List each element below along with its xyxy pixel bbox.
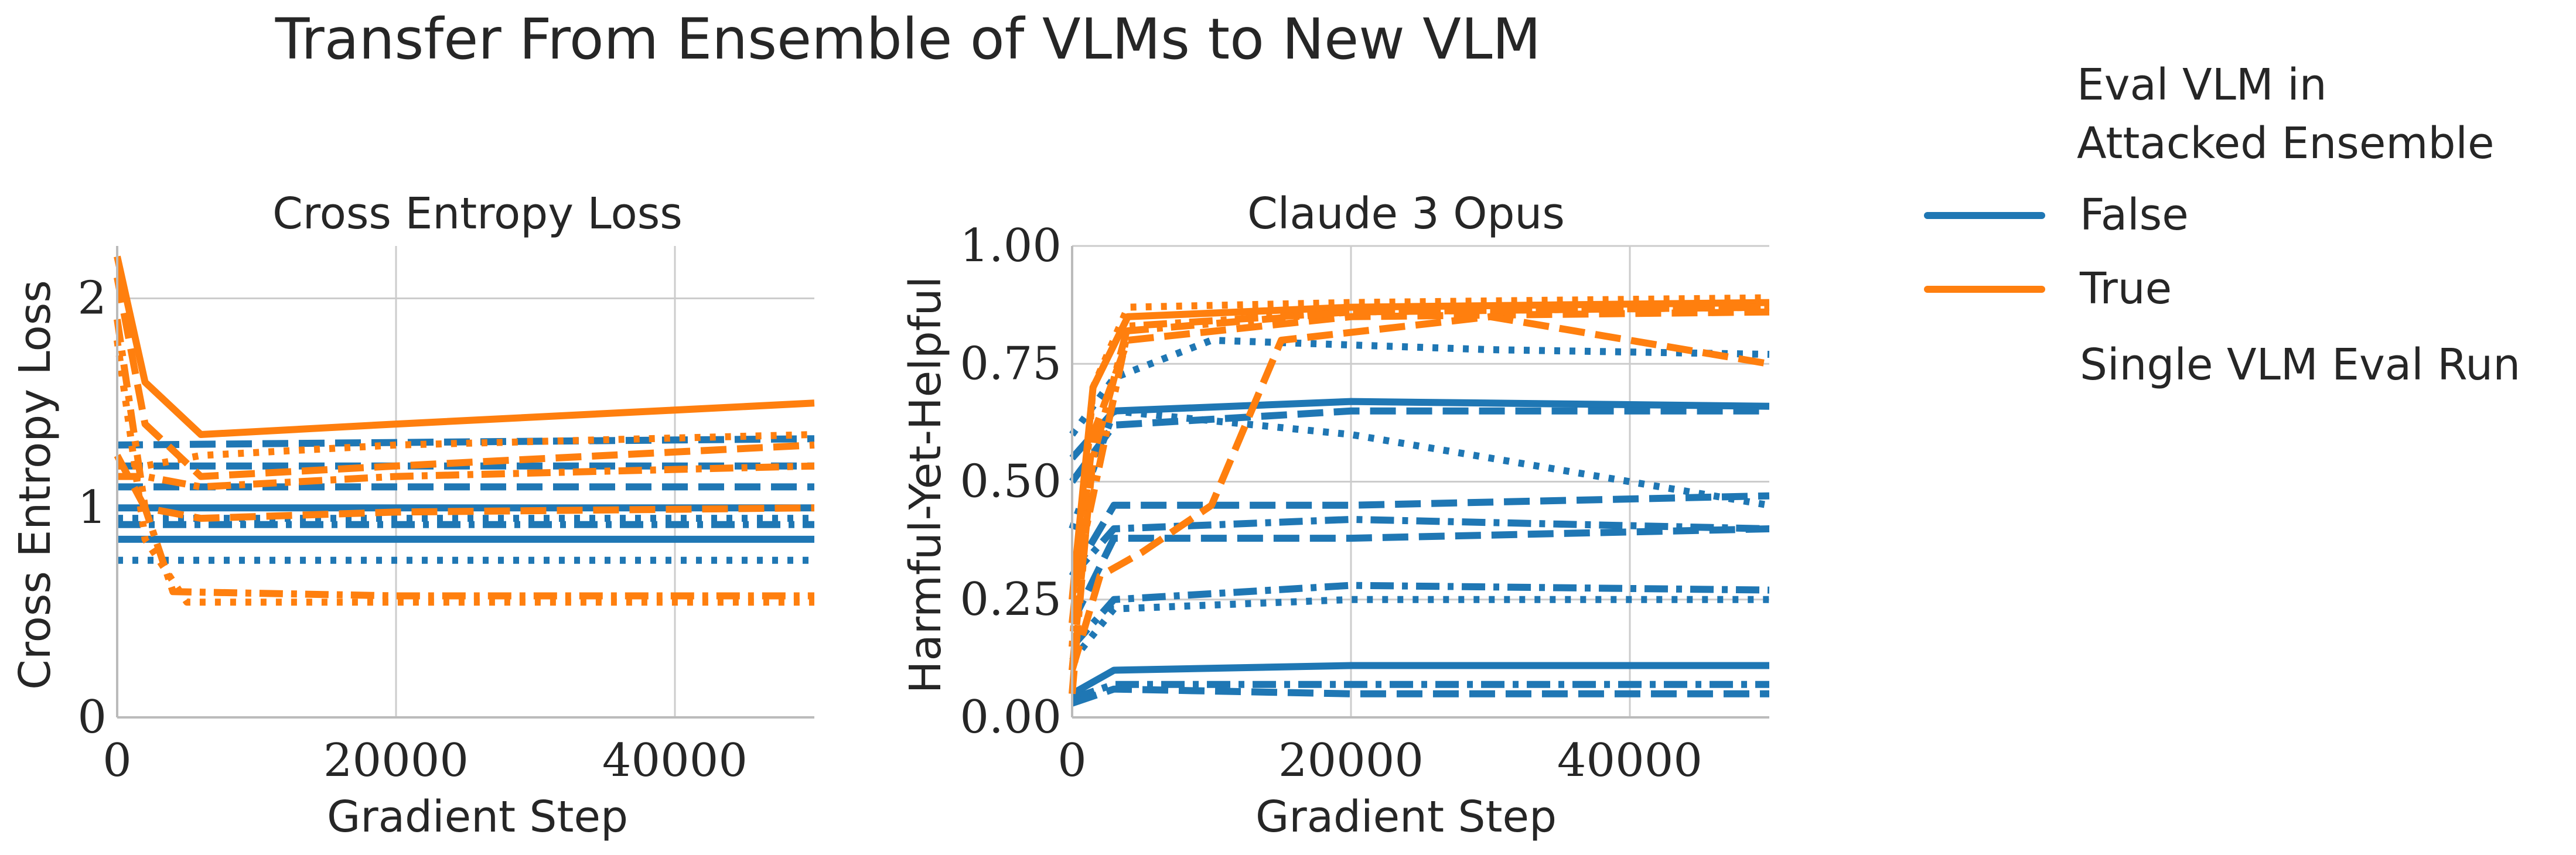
figure-title: Transfer From Ensemble of VLMs to New VL…	[275, 6, 1541, 72]
y-axis-label: Harmful-Yet-Helpful	[900, 276, 951, 693]
y-tick-label: 0.00	[960, 691, 1062, 744]
series-line-true-dashdot	[117, 462, 815, 491]
x-tick-label: 20000	[323, 734, 469, 787]
chart-claude-3-opus: Claude 3 Opus Harmful-Yet-Helpful Gradie…	[900, 189, 1770, 842]
legend: Eval VLM in Attacked Ensemble False True…	[1924, 60, 2520, 390]
series-line-true-solid	[1069, 299, 1770, 600]
series-line-false-dashdot	[1069, 515, 1770, 579]
series-line-true-dotted	[114, 340, 814, 606]
x-axis-label: Gradient Step	[327, 792, 628, 842]
series-line-false-dotted	[1069, 596, 1769, 664]
series-line-true-dashed	[1069, 313, 1770, 672]
series-line-true-dashdot	[1069, 303, 1770, 695]
series-line-false-dashed	[117, 435, 815, 449]
chart-cross-entropy: Cross Entropy Loss Cross Entropy Loss Gr…	[10, 189, 815, 842]
x-tick-label: 40000	[602, 734, 748, 787]
y-tick-label: 2	[77, 272, 107, 324]
series-line-false-dashed	[1071, 685, 1769, 707]
legend-label-false: False	[2080, 190, 2189, 240]
series-line-false-dotted	[1069, 337, 1770, 437]
series-line-false-dotted	[1069, 407, 1770, 531]
chart-title: Claude 3 Opus	[1247, 189, 1565, 239]
x-tick-label: 0	[1057, 734, 1087, 787]
series-line-true-dashdot	[1069, 303, 1770, 671]
y-tick-label: 0.50	[960, 456, 1062, 508]
series-line-false-dashdot	[1071, 680, 1769, 702]
y-axis-label: Cross Entropy Loss	[10, 280, 60, 690]
series-line-false-solid	[1070, 662, 1769, 697]
series-line-true-dotted	[117, 431, 815, 470]
series-line-true-dashdot	[114, 319, 814, 600]
legend-title-line-1: Eval VLM in	[2077, 60, 2327, 110]
y-tick-label: 1	[77, 481, 107, 534]
chart-title: Cross Entropy Loss	[272, 189, 683, 239]
series-line-true-dashed	[114, 276, 815, 480]
x-tick-label: 20000	[1278, 734, 1424, 787]
series-line-false-dashed	[1069, 407, 1769, 484]
y-tick-label: 0.25	[960, 573, 1062, 626]
x-axis-label: Gradient Step	[1255, 792, 1557, 842]
legend-label-true: True	[2079, 264, 2172, 314]
x-tick-label: 40000	[1557, 734, 1702, 787]
y-tick-label: 0.75	[960, 337, 1062, 390]
y-tick-label: 0	[77, 691, 107, 744]
legend-label-single-run: Single VLM Eval Run	[2080, 340, 2520, 390]
series-line-false-dashed	[1069, 525, 1770, 625]
series-line-true-solid	[114, 255, 815, 438]
series-line-false-dashed	[1069, 492, 1770, 578]
legend-title-line-2: Attacked Ensemble	[2077, 118, 2495, 169]
y-tick-label: 1.00	[960, 220, 1062, 272]
series-line-true-dashed	[1069, 308, 1770, 624]
series-line-true-dashed	[114, 453, 815, 522]
series-line-false-dashdot	[1069, 582, 1770, 649]
x-tick-label: 0	[103, 734, 132, 787]
